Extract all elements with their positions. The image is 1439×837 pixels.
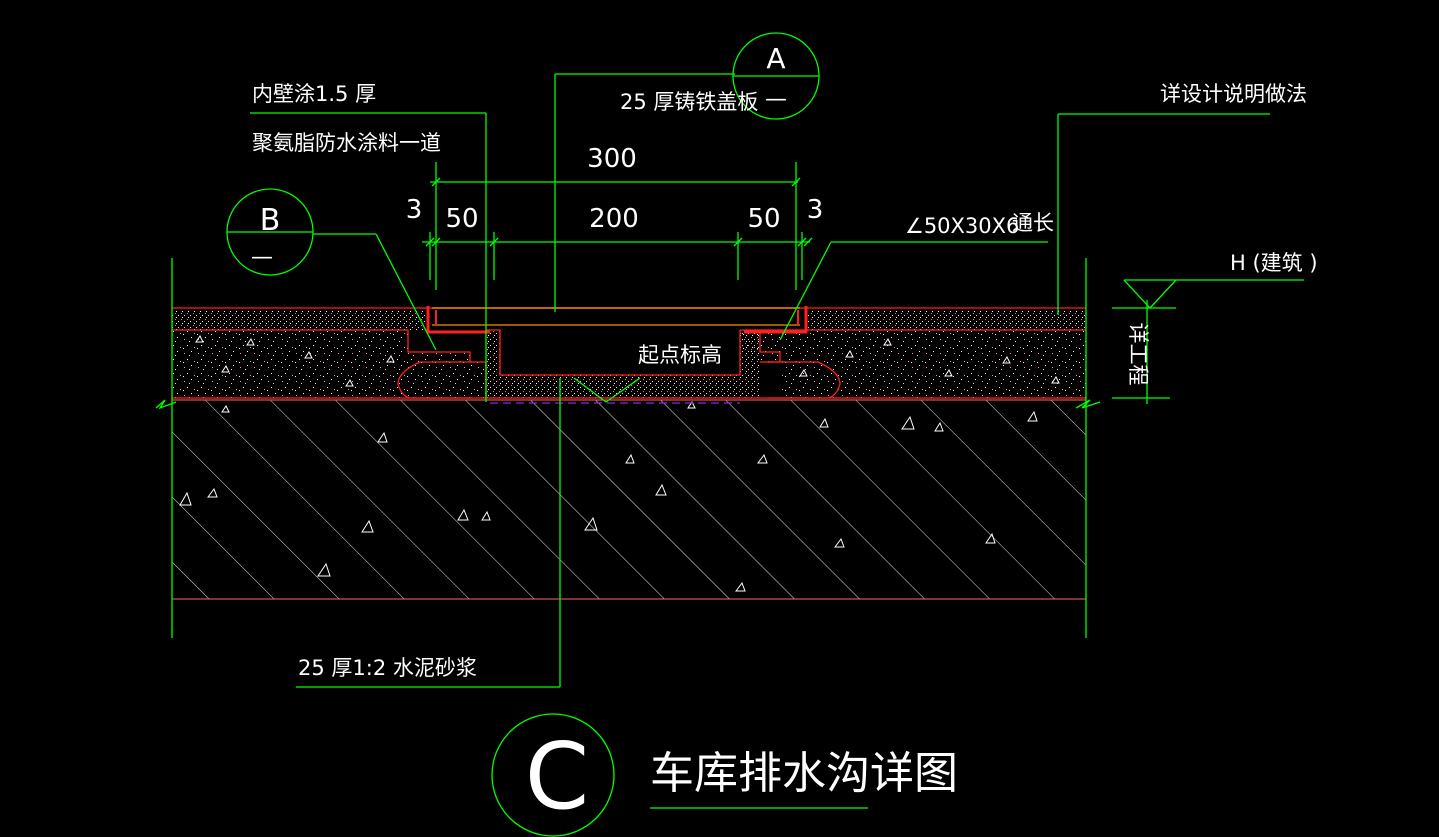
dim-right-flange: 50	[747, 204, 780, 234]
label-cover-plate: 25 厚铸铁盖板	[620, 90, 758, 114]
label-design-note: 详设计说明做法	[1160, 82, 1307, 106]
label-side-note: 详工程	[1126, 323, 1150, 386]
marker-c-letter: C	[525, 723, 589, 830]
label-angle-steel: ∠50X30X6	[905, 214, 1019, 238]
section-marker-b: B —	[226, 188, 314, 276]
label-wall-coating-1: 内壁涂1.5 厚	[252, 82, 376, 106]
boundary-lines	[155, 258, 1101, 638]
label-start-elevation: 起点标高	[638, 343, 722, 367]
label-full-length: 通长	[1012, 211, 1054, 235]
marker-a-letter: A	[766, 42, 785, 75]
marker-b-letter: B	[260, 203, 281, 238]
dim-left-flange: 50	[445, 204, 478, 234]
label-building-elevation: H (建筑 )	[1230, 251, 1318, 275]
label-cement-mortar: 25 厚1:2 水泥砂浆	[298, 656, 477, 680]
structural-slab	[172, 399, 1086, 600]
section-marker-c: C	[491, 713, 615, 837]
dim-total: 300	[587, 144, 637, 174]
dim-left-gap: 3	[406, 195, 423, 225]
leader-lines	[250, 73, 1304, 809]
marker-b-sub: —	[251, 245, 273, 270]
dimension-lines	[422, 162, 813, 290]
dim-right-gap: 3	[807, 195, 824, 225]
label-wall-coating-2: 聚氨脂防水涂料一道	[252, 131, 441, 155]
drawing-title: 车库排水沟详图	[650, 748, 958, 799]
section-marker-a: A —	[732, 32, 820, 120]
dim-middle: 200	[589, 204, 639, 234]
surface-finish-layer	[172, 306, 1086, 334]
concrete-fill-layer	[172, 310, 1086, 399]
marker-a-sub: —	[765, 87, 787, 112]
